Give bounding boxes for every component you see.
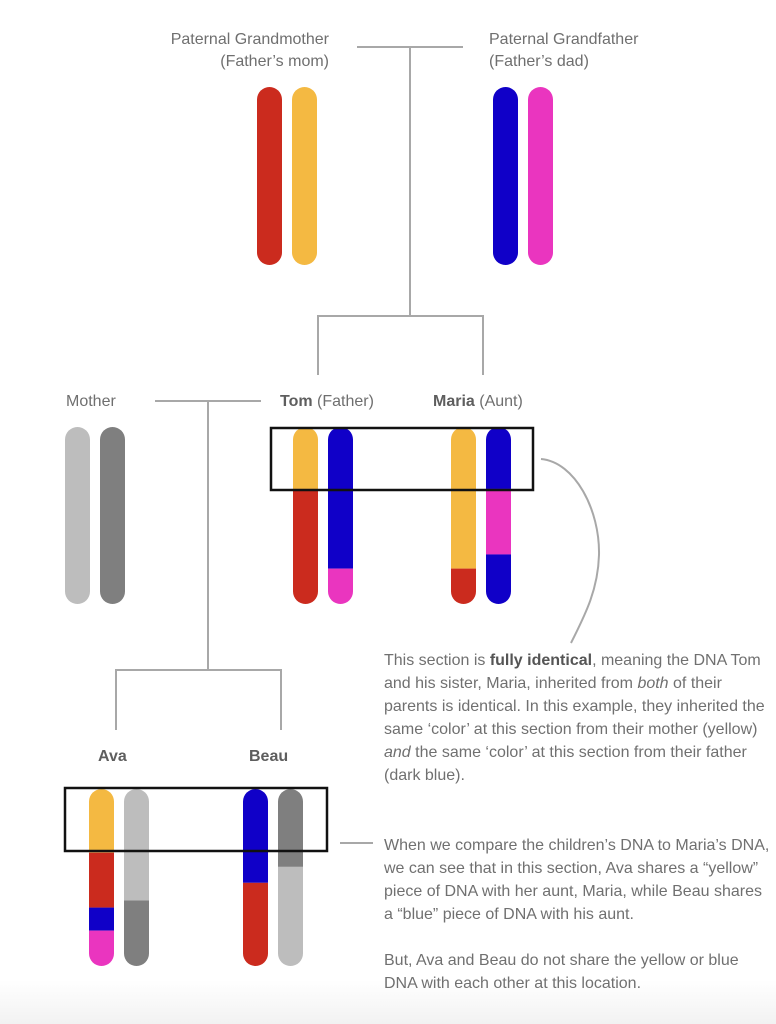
maria-name: Maria: [433, 393, 475, 410]
comparison-note-para2: But, Ava and Beau do not share the yello…: [384, 952, 739, 992]
identical-section-box: [269, 426, 535, 492]
note1-italic: both: [637, 675, 669, 692]
maria-chromosome-2-segment-blue: [486, 554, 511, 604]
grandmother-chromosome-2: [292, 87, 317, 265]
beau-label: Beau: [249, 746, 288, 768]
maria-chromosome-2: [486, 427, 511, 604]
tom-role: (Father): [312, 393, 374, 410]
grandfather-title: Paternal Grandfather: [489, 31, 639, 48]
ava-label: Ava: [98, 746, 127, 768]
ava-chromosome-2: [124, 789, 149, 966]
grandfather-chromosome-1-segment-blue: [493, 87, 518, 265]
tom-name: Tom: [280, 393, 313, 410]
beau-chromosome-2: [278, 789, 303, 966]
maria-chromosome-2-segment-blue: [486, 427, 511, 489]
grandfather-chromosome-2-segment-pink: [528, 87, 553, 265]
grandmother-label: Paternal Grandmother (Father’s mom): [100, 29, 329, 73]
grandmother-chromosome-1: [257, 87, 282, 265]
note1-italic2: and: [384, 744, 411, 761]
tom-chromosome-2-segment-pink: [328, 568, 353, 604]
grandmother-chromosome-2-segment-yellow: [292, 87, 317, 265]
beau-chromosome-1-segment-blue: [243, 789, 268, 883]
maria-chromosome-1-segment-red: [451, 568, 476, 604]
grandfather-chromosome-2: [528, 87, 553, 265]
mother-chromosome-2-segment-dark_gray: [100, 427, 125, 604]
ava-chromosome-2-segment-dark_gray: [124, 900, 149, 966]
tree-connector-lines: [115, 46, 601, 844]
beau-chromosome-2-segment-dark_gray: [278, 789, 303, 867]
maria-chromosome-2-segment-pink: [486, 488, 511, 555]
maria-chromosome-1-segment-yellow: [451, 427, 476, 569]
ava-chromosome-2-segment-light_gray: [124, 789, 149, 901]
grandmother-chromosome-1-segment-red: [257, 87, 282, 265]
tom-chromosome-1-segment-yellow: [293, 427, 318, 489]
maria-chromosome-1: [451, 427, 476, 604]
note1-text-c: of their parents is identical. In this e…: [384, 675, 765, 738]
grandfather-label: Paternal Grandfather (Father’s dad): [489, 29, 638, 73]
tom-label: Tom (Father): [280, 391, 374, 413]
ava-name: Ava: [98, 748, 127, 765]
grandmother-subtitle: (Father’s mom): [220, 53, 329, 70]
grandfather-subtitle: (Father’s dad): [489, 53, 589, 70]
beau-chromosome-2-segment-light_gray: [278, 866, 303, 966]
ava-chromosome-1-segment-pink: [89, 930, 114, 966]
beau-name: Beau: [249, 748, 289, 765]
tom-chromosome-1: [293, 427, 318, 604]
tom-chromosome-1-segment-red: [293, 488, 318, 604]
mother-label: Mother: [66, 393, 116, 410]
comparison-note: When we compare the children’s DNA to Ma…: [384, 834, 770, 995]
beau-chromosome-1: [243, 789, 268, 966]
maria-label: Maria (Aunt): [433, 391, 523, 413]
ava-chromosome-1: [89, 789, 114, 966]
mother-chromosome-2: [100, 427, 125, 604]
chromosomes: [65, 87, 553, 966]
tom-chromosome-2-segment-blue: [328, 427, 353, 569]
mother-chromosome-1: [65, 427, 90, 604]
comparison-section-box: [63, 786, 329, 853]
ava-chromosome-1-segment-yellow: [89, 789, 114, 853]
note1-text-d: the same ‘color’ at this section from th…: [384, 744, 747, 784]
identical-section-note: This section is fully identical, meaning…: [384, 649, 770, 787]
maria-role: (Aunt): [474, 393, 523, 410]
ava-chromosome-1-segment-blue: [89, 907, 114, 931]
grandfather-chromosome-1: [493, 87, 518, 265]
note1-text-a: This section is: [384, 652, 490, 669]
ava-chromosome-1-segment-red: [89, 852, 114, 908]
beau-chromosome-1-segment-red: [243, 882, 268, 966]
note1-text-b: , meaning the DNA Tom and his sister, Ma…: [384, 652, 761, 692]
comparison-note-para1: When we compare the children’s DNA to Ma…: [384, 837, 770, 923]
grandmother-title: Paternal Grandmother: [170, 31, 329, 48]
annotation-curve: [540, 458, 601, 644]
note1-bold: fully identical: [489, 652, 593, 669]
mother-chromosome-1-segment-light_gray: [65, 427, 90, 604]
tom-chromosome-2: [328, 427, 353, 604]
